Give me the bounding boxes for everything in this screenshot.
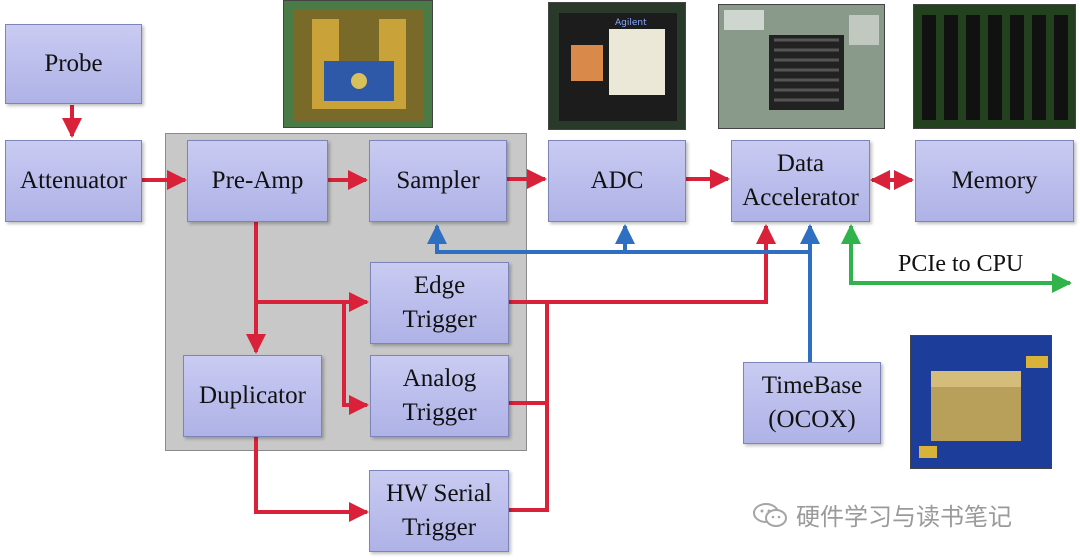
data-accelerator-label: Data Accelerator — [742, 150, 859, 211]
analog-trigger-label: Analog Trigger — [402, 365, 477, 426]
watermark-text: 硬件学习与读书笔记 — [796, 503, 1012, 531]
timebase-label: TimeBase (OCOX) — [761, 372, 863, 433]
data-accelerator-block: Data Accelerator — [731, 140, 870, 222]
timebase-block: TimeBase (OCOX) — [743, 362, 881, 444]
memory-board-photo — [913, 4, 1076, 129]
memory-block: Memory — [915, 140, 1074, 222]
pcie-to-cpu-arrow — [841, 224, 1072, 293]
probe-label: Probe — [44, 50, 103, 77]
frontend-chip-photo — [283, 0, 433, 128]
hw-serial-bus-line — [509, 302, 549, 512]
adc-label: ADC — [590, 167, 644, 194]
adc-block: ADC — [548, 140, 686, 222]
sampler-block: Sampler — [369, 140, 507, 222]
preamp-block: Pre-Amp — [187, 140, 328, 222]
attenuator-block: Attenuator — [5, 140, 142, 222]
adc-chip-brand: Agilent — [615, 18, 647, 28]
pcie-label: PCIe to CPU — [898, 251, 1024, 277]
probe-block: Probe — [5, 24, 142, 104]
oscillator-photo — [910, 335, 1052, 469]
adc-chip-photo: Agilent — [548, 2, 686, 130]
preamp-label: Pre-Amp — [211, 167, 304, 194]
analog-trigger-block: Analog Trigger — [370, 355, 509, 437]
duplicator-block: Duplicator — [183, 355, 322, 437]
edge-trigger-label: Edge Trigger — [402, 272, 477, 333]
hw-serial-trigger-label: HW Serial Trigger — [386, 480, 492, 541]
attenuator-label: Attenuator — [20, 167, 127, 194]
duplicator-to-hw-serial-arrow — [254, 437, 369, 522]
watermark: 硬件学习与读书笔记 — [752, 497, 1012, 532]
hw-serial-trigger-block: HW Serial Trigger — [369, 470, 509, 552]
sampler-label: Sampler — [396, 167, 480, 194]
edge-trigger-block: Edge Trigger — [370, 262, 509, 344]
memory-label: Memory — [951, 167, 1038, 194]
clock-distribution-line — [427, 224, 810, 254]
data-accelerator-board-photo — [718, 4, 885, 129]
branch-to-analog-trigger-arrow — [342, 302, 369, 415]
duplicator-label: Duplicator — [199, 382, 306, 409]
wechat-icon — [753, 502, 787, 527]
trigger-bus-line — [509, 224, 776, 304]
